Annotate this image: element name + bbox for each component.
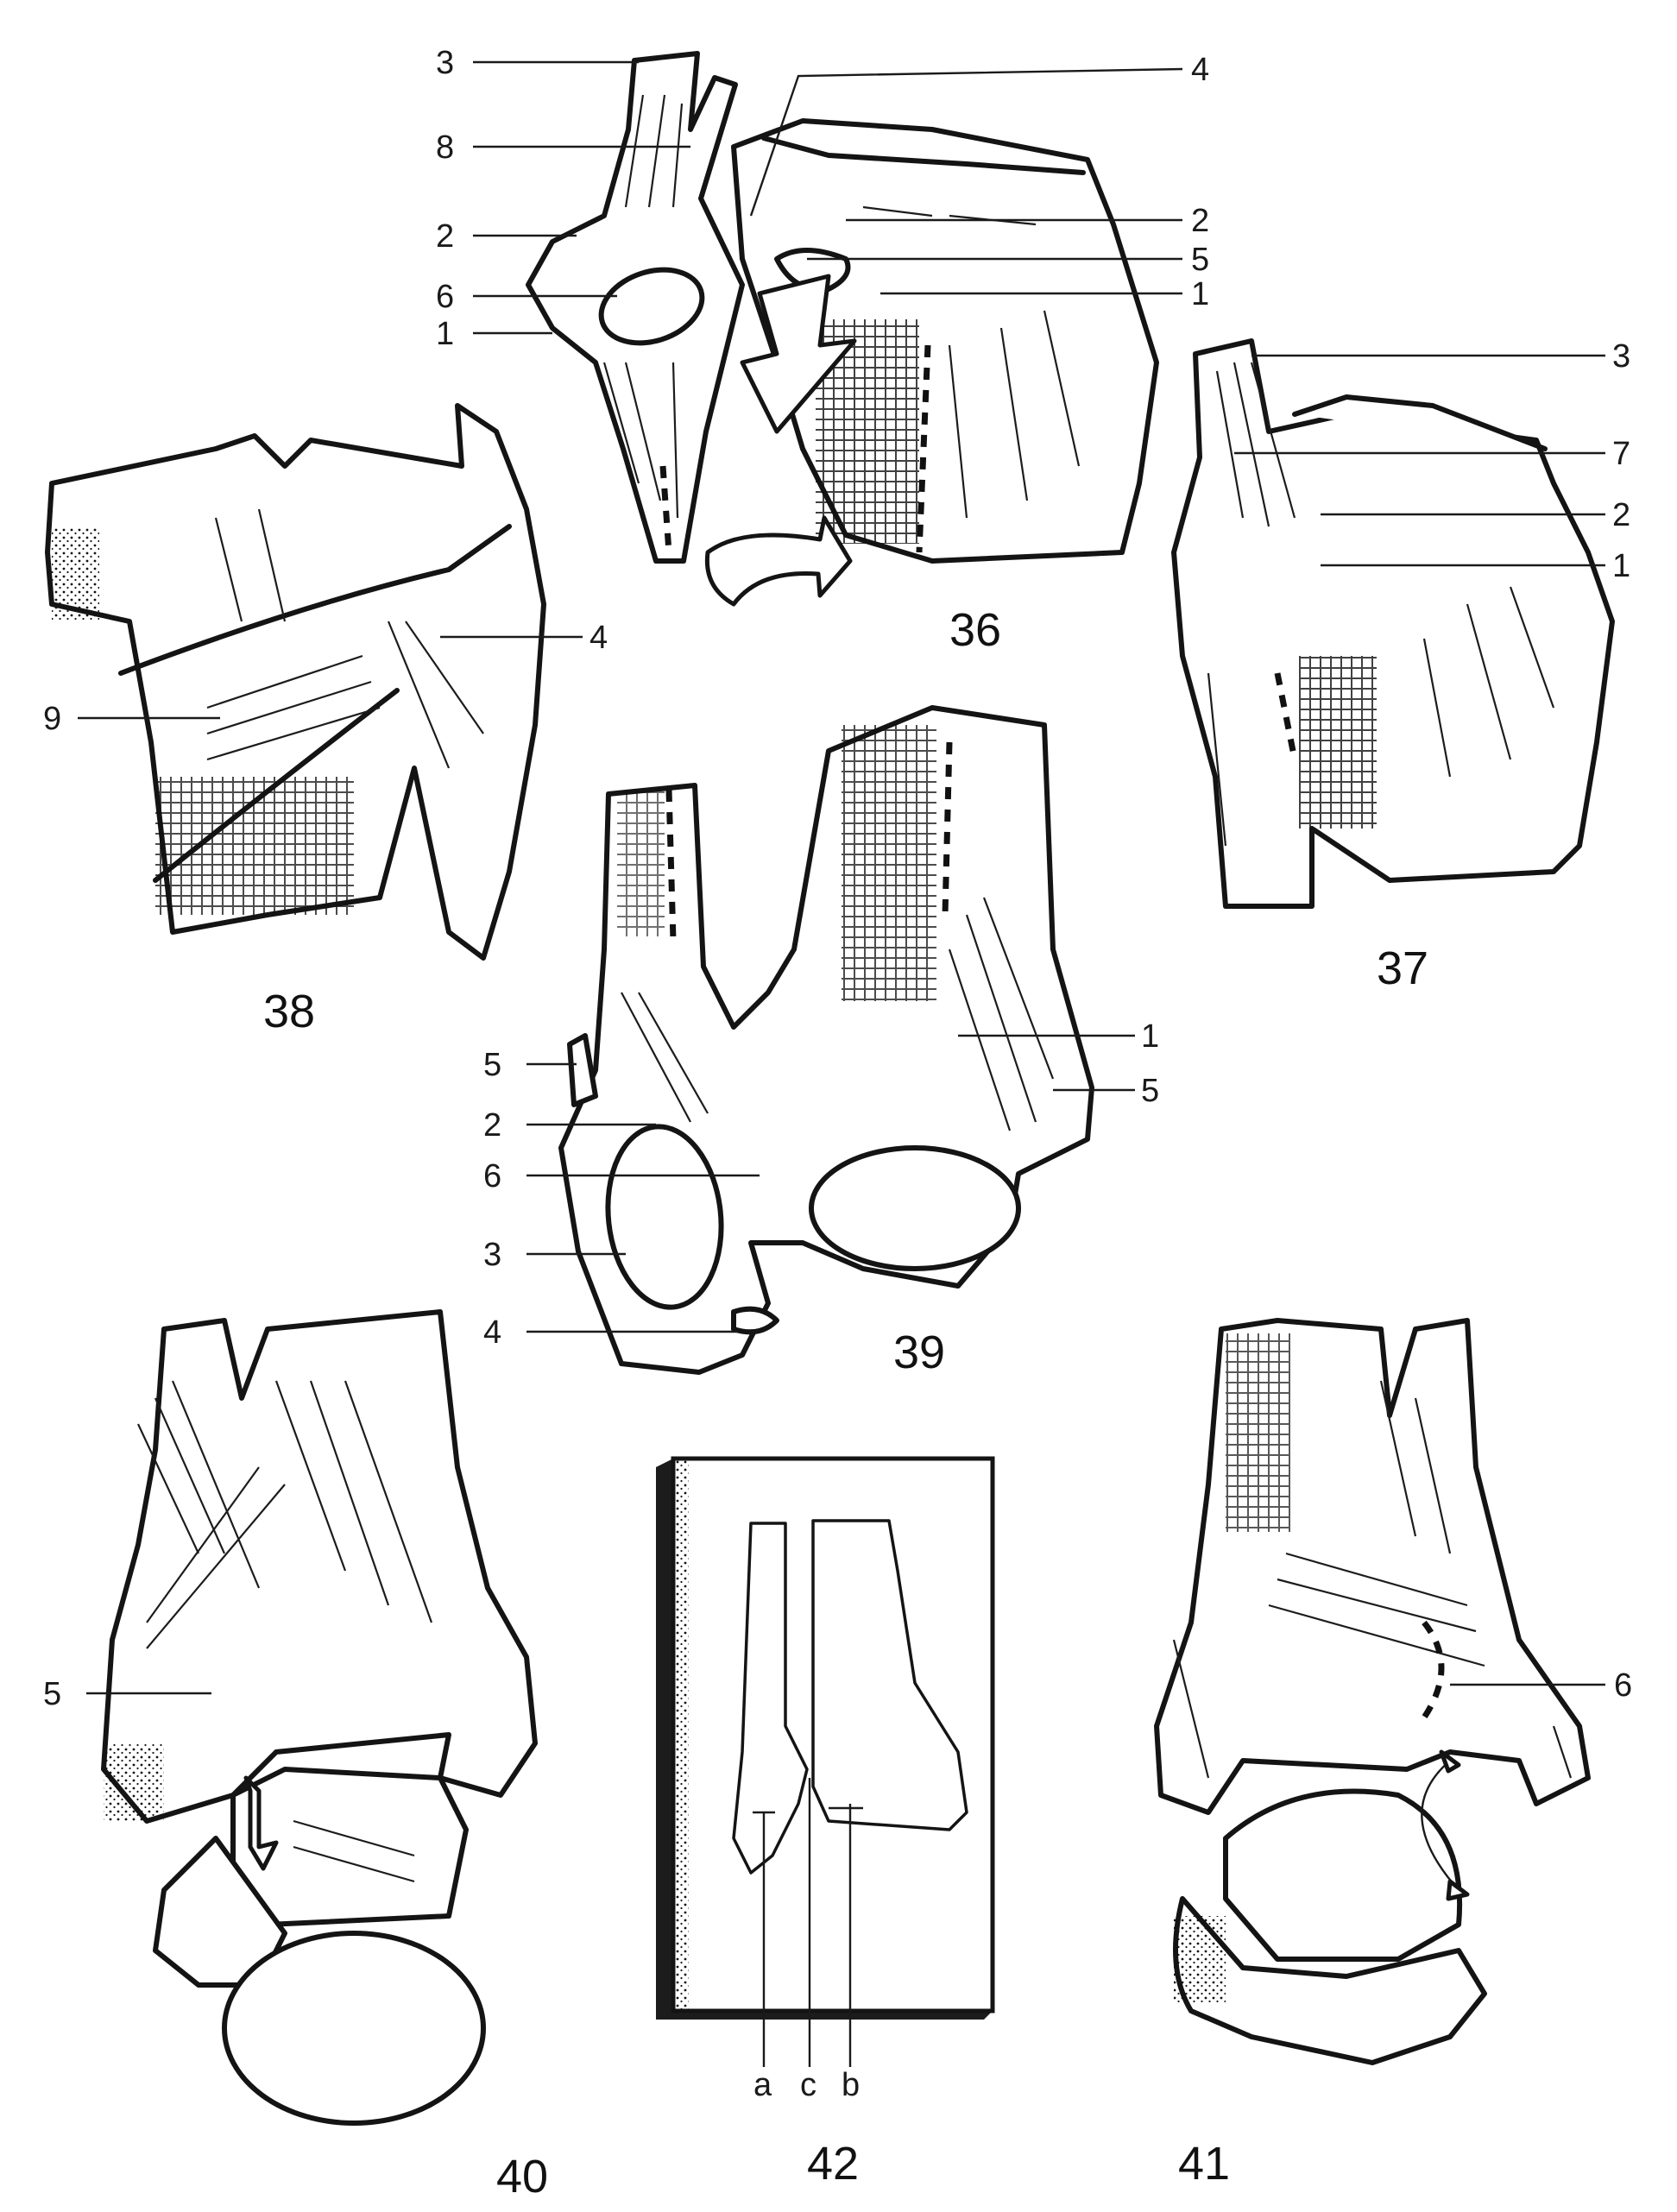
figure-38 [45, 403, 546, 961]
callout-36-8: 8 [436, 129, 454, 166]
callout-39-4: 4 [483, 1314, 501, 1351]
callout-39-3: 3 [483, 1237, 501, 1273]
callout-41-6: 6 [1614, 1667, 1632, 1704]
callout-36-5: 5 [1191, 242, 1209, 278]
figure-42 [656, 1456, 995, 2067]
figure-42-callouts: a c b 42 [753, 2067, 860, 2190]
callout-37-2: 2 [1612, 497, 1630, 533]
callout-37-1: 1 [1612, 548, 1630, 584]
figure-number-37: 37 [1377, 942, 1428, 994]
callout-40-5: 5 [43, 1676, 61, 1712]
callout-42-b: b [842, 2067, 860, 2103]
figure-41-callouts: 6 41 [1178, 1667, 1632, 2190]
callout-39-1: 1 [1141, 1018, 1159, 1055]
figure-number-41: 41 [1178, 2138, 1230, 2190]
figure-36 [526, 51, 1159, 607]
figure-number-40: 40 [496, 2151, 548, 2203]
figure-39-callouts: 5 2 6 3 4 1 5 39 [483, 1018, 1159, 1378]
figure-38-callouts: 4 9 38 [43, 620, 608, 1037]
callout-37-7: 7 [1612, 436, 1630, 472]
figure-number-36: 36 [949, 604, 1001, 656]
callout-38-4: 4 [589, 620, 608, 656]
callout-39-6: 6 [483, 1158, 501, 1194]
callout-37-3: 3 [1612, 338, 1630, 375]
figure-39 [558, 705, 1094, 1375]
callout-36-2: 2 [436, 218, 454, 255]
callout-42-a: a [753, 2067, 772, 2103]
callout-39-5: 5 [483, 1047, 501, 1083]
callout-38-9: 9 [43, 701, 61, 737]
callout-42-c: c [800, 2067, 816, 2103]
callout-36-6: 6 [436, 279, 454, 315]
figure-number-42: 42 [807, 2138, 859, 2190]
figure-41 [1154, 1318, 1591, 2065]
callout-36-3: 3 [436, 45, 454, 81]
callout-36-1r: 1 [1191, 276, 1209, 312]
callout-39-5r: 5 [1141, 1073, 1159, 1109]
figure-number-38: 38 [263, 986, 315, 1037]
figure-number-39: 39 [893, 1327, 945, 1378]
figure-37-callouts: 3 7 2 1 37 [1234, 338, 1630, 994]
callout-36-4: 4 [1191, 52, 1209, 88]
callout-39-2: 2 [483, 1107, 501, 1144]
figure-40 [101, 1309, 538, 2126]
figure-37 [1171, 338, 1615, 909]
callout-36-1: 1 [436, 316, 454, 352]
callout-36-2r: 2 [1191, 203, 1209, 239]
figure-40-callouts: 5 40 [43, 1676, 548, 2203]
figure-36-callouts: 3 8 2 6 1 4 2 5 1 36 [436, 45, 1209, 656]
